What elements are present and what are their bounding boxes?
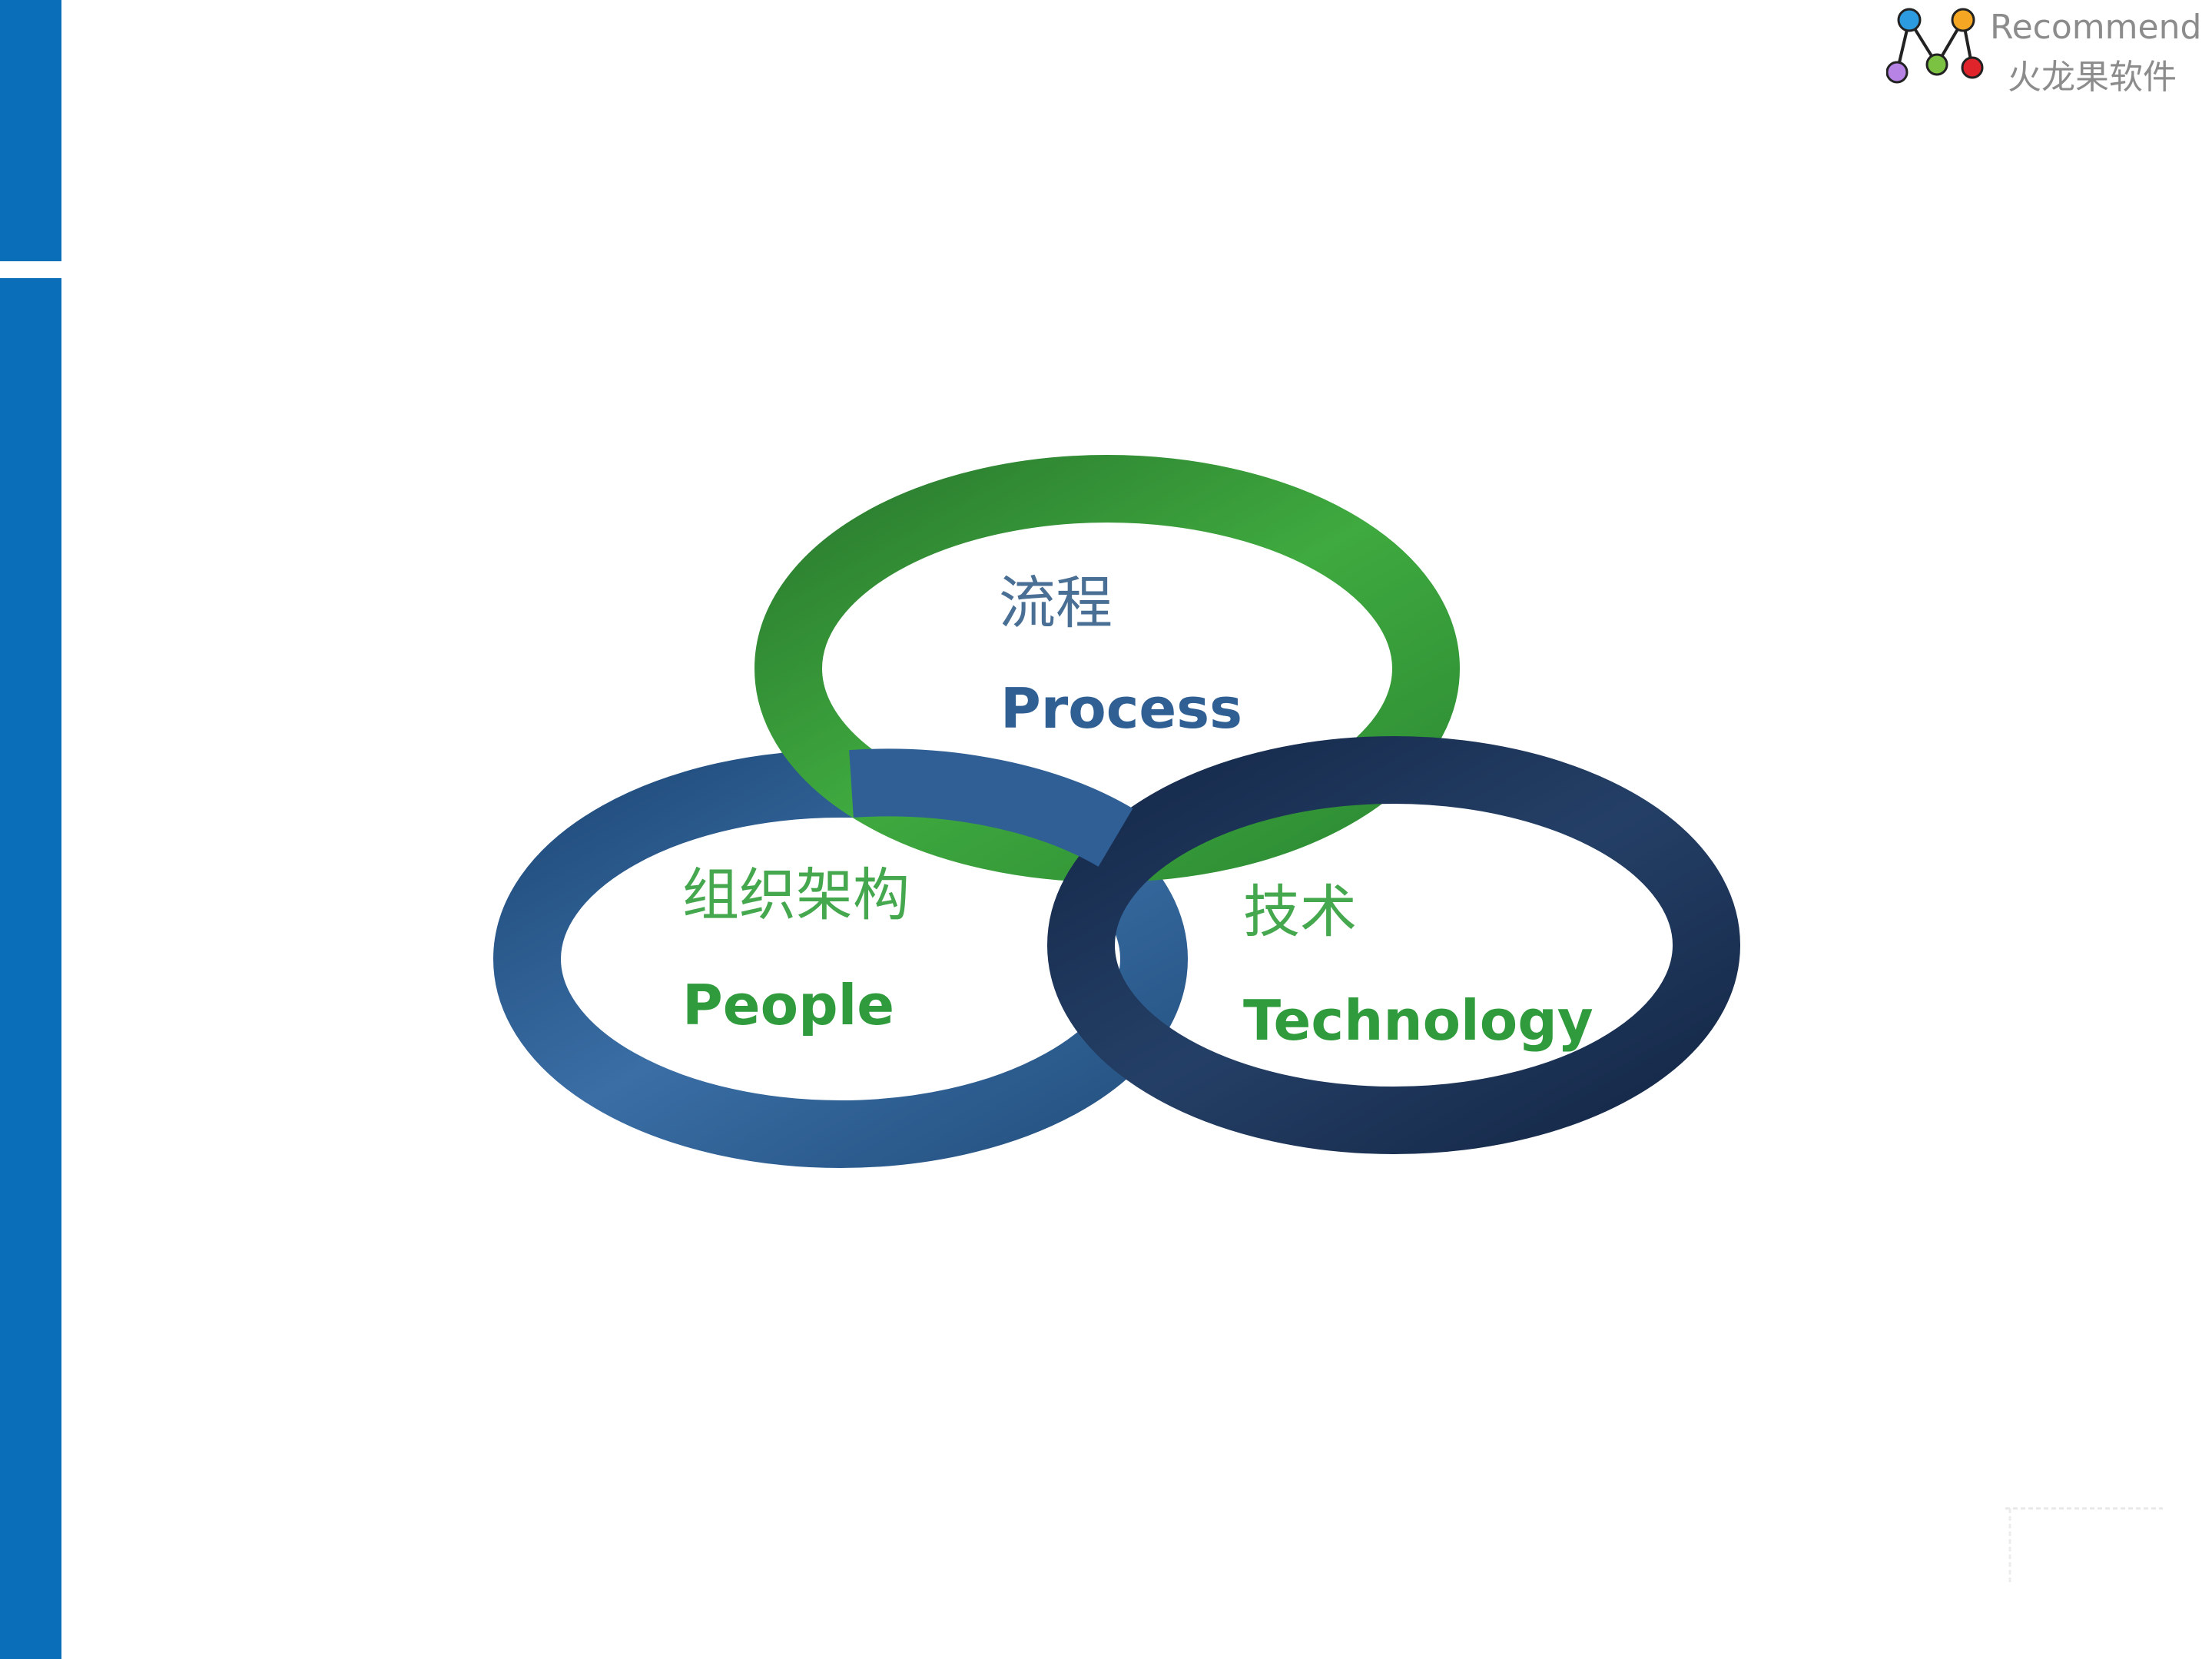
brand-network-icon (1886, 8, 1984, 84)
technology-label-cn: 技术 (1243, 879, 1357, 945)
process-label-cn: 流程 (999, 570, 1113, 636)
process-label-en: Process (1000, 676, 1242, 741)
faint-artifact (2005, 1507, 2163, 1583)
people-label-cn: 组织架构 (682, 862, 910, 928)
sidebar-accent-bottom (0, 278, 61, 1659)
brand-logo: Recommend 火龙果软件 (1886, 5, 2209, 97)
technology-ring (1047, 736, 1740, 1154)
people-label-en: People (682, 973, 894, 1037)
brand-text-en: Recommend (1990, 8, 2202, 47)
people-ring-overlap (849, 748, 1133, 868)
technology-label-en: Technology (1243, 988, 1594, 1053)
brand-text-cn: 火龙果软件 (2008, 58, 2177, 97)
sidebar-accent-top (0, 0, 61, 261)
